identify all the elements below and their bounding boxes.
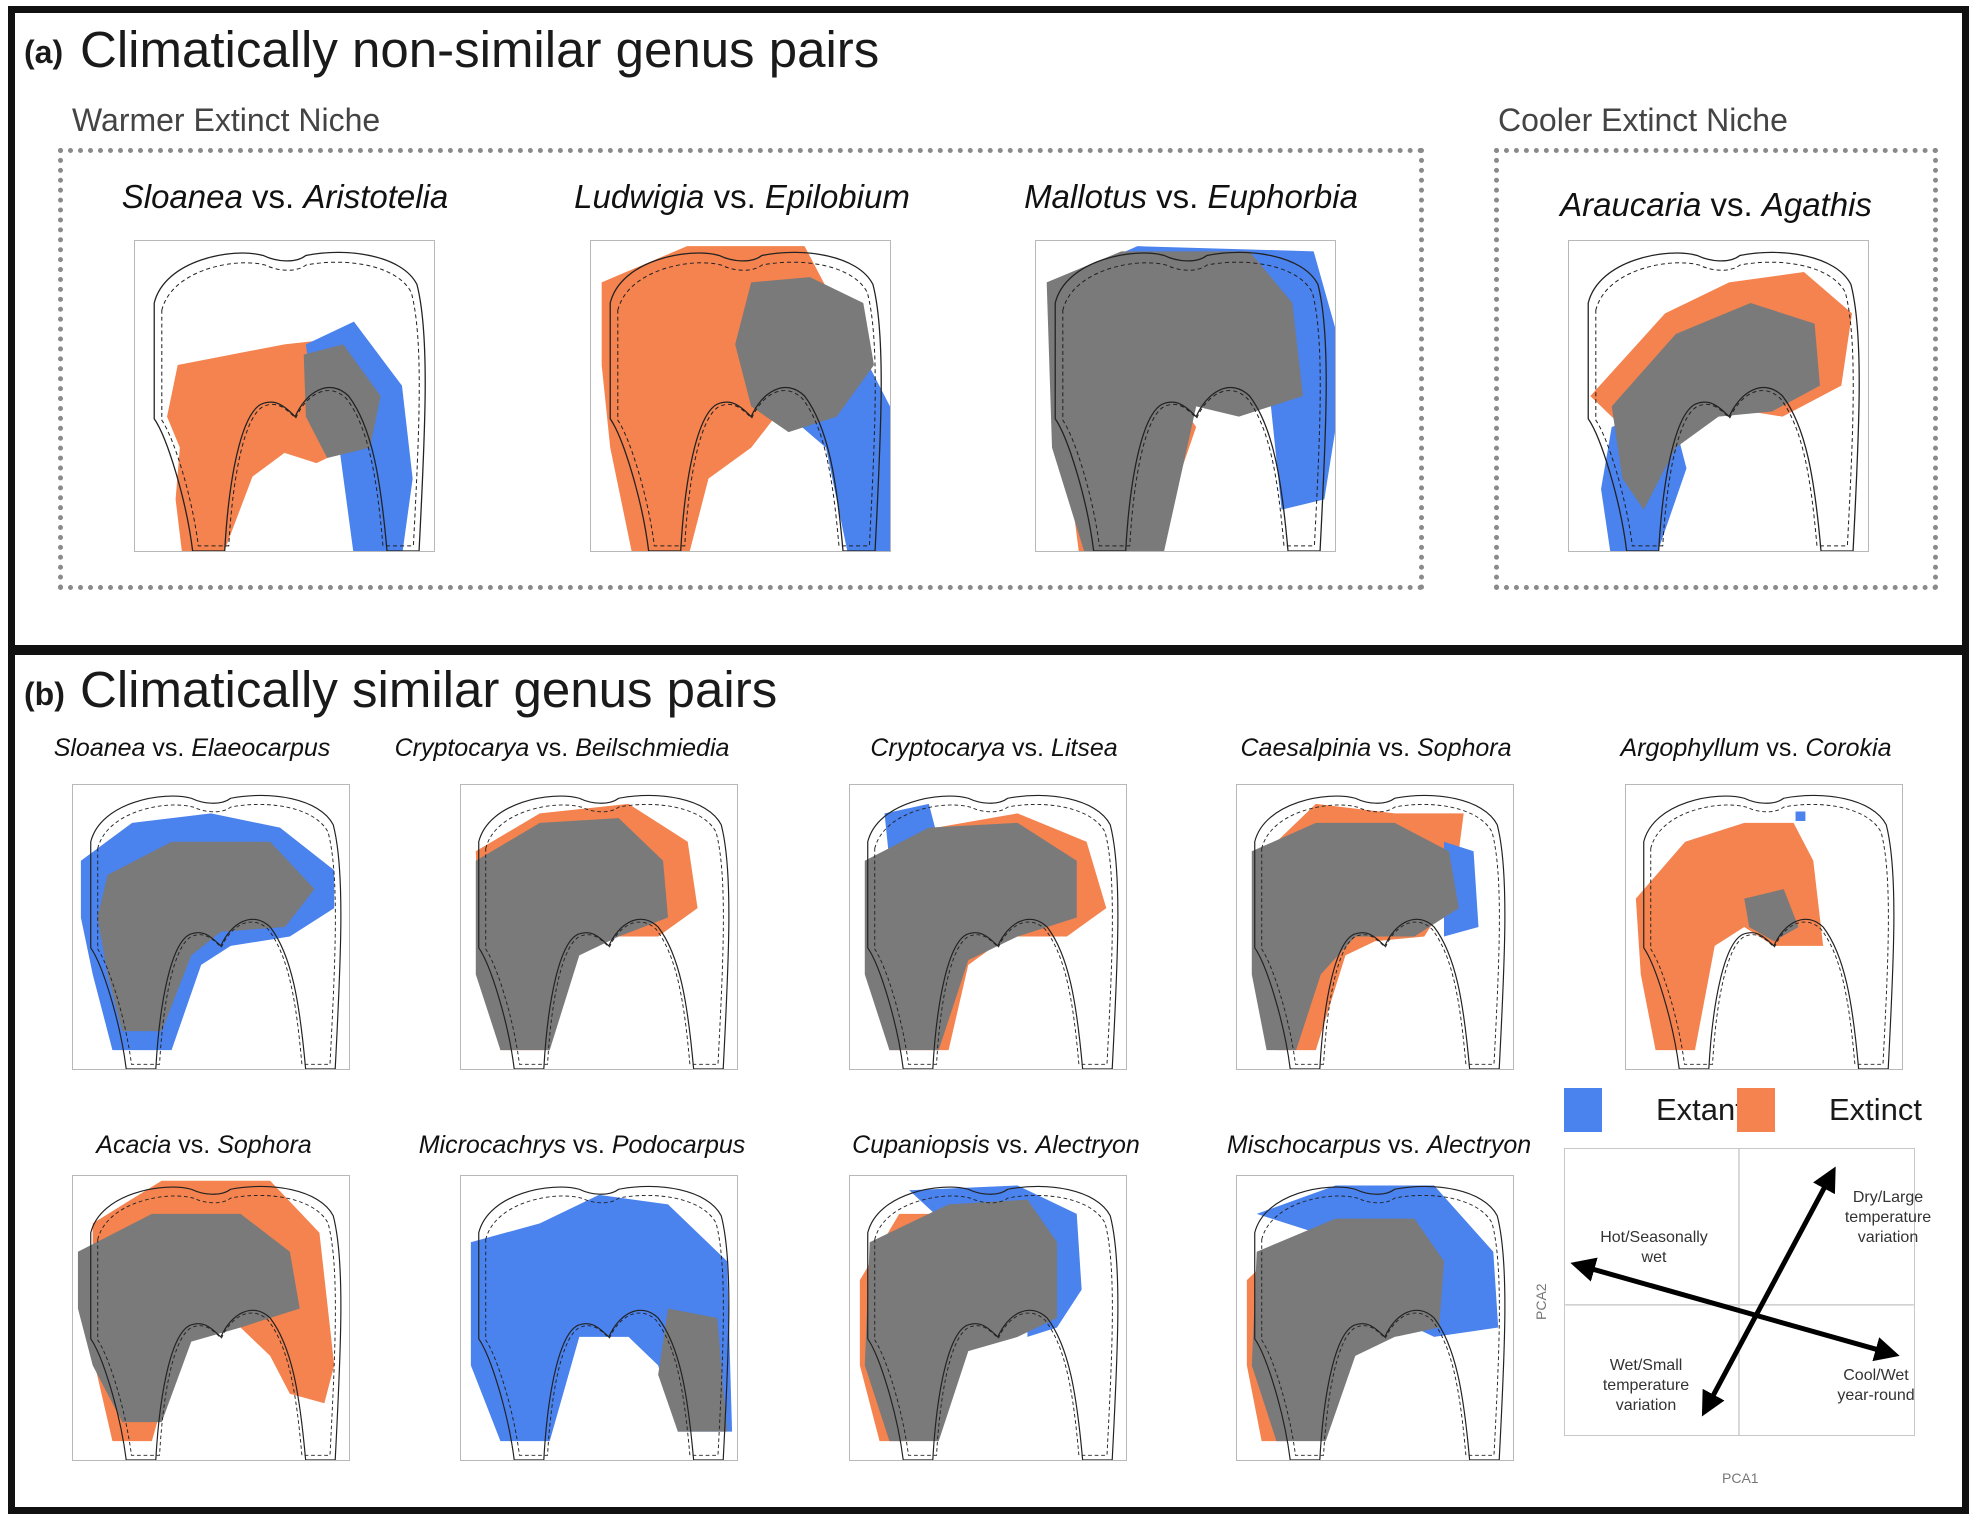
climate-space-outline [867,794,1119,1069]
niche-map-svg [77,1180,342,1460]
map-title: Cupaniopsis vs. Alectryon [852,1131,1140,1159]
niche-map [849,1175,1127,1461]
climate-space-outline [1054,251,1327,551]
niche-map [1625,784,1903,1070]
pca-axes-svg [1565,1149,1914,1435]
overlap-region [864,1199,1057,1442]
climate-space-outline [1254,794,1506,1069]
quadrant-lower-left-label: Wet/Small temperature variation [1602,1357,1690,1414]
map-title: Ludwigia vs. Epilobium [574,178,910,215]
climate-space-outline [867,1185,1119,1460]
niche-map-svg [601,246,890,551]
climate-space-outline-dashed [485,1195,724,1456]
map-title: Mischocarpus vs. Alectryon [1226,1131,1532,1159]
climate-space-outline [1254,1185,1506,1460]
niche-map-svg [153,251,426,551]
map-title: Sloanea vs. Aristotelia [121,178,449,215]
overlap-region [303,344,381,458]
niche-map-svg [1251,794,1506,1069]
climate-space-outline [1587,251,1860,551]
climate-space-outline-dashed [485,804,724,1065]
overlap-region [864,822,1077,1051]
niche-map-svg [1587,251,1860,551]
map-title: Cryptocarya vs. Beilschmiedia [394,734,730,762]
climate-space-outline-dashed [617,261,876,547]
climate-space-outline-dashed [1650,804,1889,1065]
overlap-region [97,841,315,1032]
legend-extant-swatch [1564,1088,1602,1132]
climate-space-outline [90,794,342,1069]
pca-axes-key [1564,1148,1915,1436]
niche-map [849,784,1127,1070]
map-title: Sloanea vs. Elaeocarpus [53,734,331,762]
overlap-region [475,818,668,1051]
panel-b [8,648,1969,1514]
quadrant-lower-right-label: Cool/Wet year-round [1837,1367,1915,1404]
panel-b-label: (b) [24,676,65,712]
niche-map-svg [475,794,730,1069]
niche-map [590,240,891,552]
extant-region [1444,841,1479,937]
niche-map [1236,784,1514,1070]
niche-map [134,240,435,552]
niche-map [72,1175,350,1461]
cooler-niche-box [1494,148,1938,590]
map-title: Microcachrys vs. Podocarpus [418,1131,746,1159]
niche-map-svg [1246,1185,1506,1460]
climate-space-outline-dashed [874,804,1113,1065]
overlap-region [658,1308,728,1432]
niche-map [1568,240,1869,552]
quadrant-upper-left-label: Hot/Seasonally wet [1600,1229,1708,1266]
map-title: Argophyllum vs. Corokia [1620,734,1892,762]
climate-space-outline-dashed [874,1195,1113,1456]
niche-map-svg [470,1185,733,1460]
legend-extinct-label: Extinct [1829,1092,1923,1127]
climate-space-outline [1643,794,1895,1069]
niche-map [460,1175,738,1461]
niche-map [72,784,350,1070]
legend-extant-label: Extant [1656,1092,1744,1127]
warmer-niche-box [58,148,1424,590]
panel-b-title: Climatically similar genus pairs [80,661,778,718]
panel-a-title: Climatically non-similar genus pairs [80,21,880,78]
niche-map [460,784,738,1070]
niche-map-svg [1635,794,1895,1069]
climate-space-outline-dashed [1062,261,1321,547]
climate-space-outline [478,794,730,1069]
map-title: Mallotus vs. Euphorbia [1024,178,1358,215]
overlap-region [1046,251,1303,551]
group-warmer-label: Warmer Extinct Niche [72,102,381,138]
niche-map-svg [859,1185,1119,1460]
climate-space-outline-dashed [1595,261,1854,547]
niche-map [1035,240,1336,552]
climate-space-outline [609,251,882,551]
quadrant-upper-right-label: Dry/Large temperature variation [1844,1189,1932,1246]
climate-space-outline-dashed [161,261,420,547]
overlap-region [77,1213,300,1423]
climate-space-outline [478,1185,730,1460]
climate-space-outline [153,251,426,551]
niche-map-svg [1046,246,1335,551]
map-title: Caesalpinia vs. Sophora [1240,734,1512,762]
pca2-axis-label: PCA2 [1533,1283,1549,1320]
niche-map-svg [80,794,342,1069]
niche-map-svg [864,794,1119,1069]
extant-region [1795,811,1806,821]
niche-map [1236,1175,1514,1461]
group-cooler-label: Cooler Extinct Niche [1498,102,1788,138]
hot-cool-arrow [1570,1257,1900,1362]
dry-wet-arrow [1701,1166,1836,1417]
extinct-region [1635,822,1824,1051]
climate-space-outline [90,1185,342,1460]
legend-extinct-swatch [1737,1088,1775,1132]
climate-space-outline-dashed [1261,804,1500,1065]
climate-space-outline-dashed [1261,1195,1500,1456]
map-title: Cryptocarya vs. Litsea [870,734,1118,762]
panel-a-label: (a) [24,34,64,70]
map-title: Acacia vs. Sophora [96,1131,312,1159]
map-title: Araucaria vs. Agathis [1560,186,1872,223]
climate-space-outline-dashed [97,804,336,1065]
climate-space-outline-dashed [97,1195,336,1456]
pca1-axis-label: PCA1 [1722,1470,1759,1486]
